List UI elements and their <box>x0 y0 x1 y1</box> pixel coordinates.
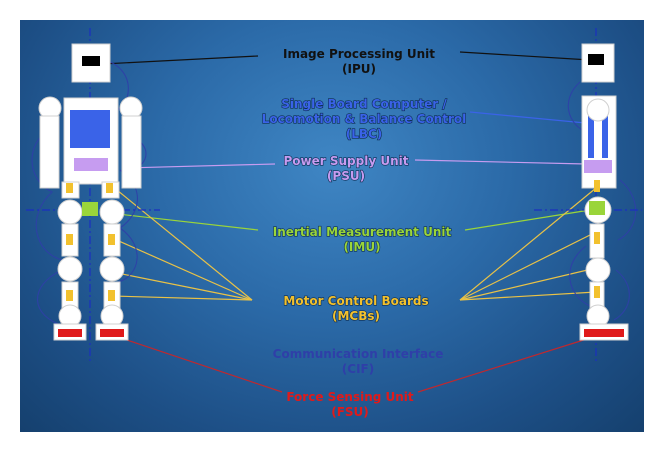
side-knee <box>585 257 611 283</box>
connector-lines <box>99 51 597 393</box>
mcb-connectors-left <box>111 185 253 301</box>
label-psu-abbr: (PSU) <box>327 169 365 183</box>
label-cif: Communication Interface (CIF) <box>273 347 444 376</box>
label-ipu-name: Image Processing Unit <box>283 47 435 61</box>
label-mcb: Motor Control Boards (MCBs) <box>283 293 429 323</box>
label-fsu: Force Sensing Unit (FSU) <box>286 390 414 419</box>
front-mcb-thigh-right <box>108 234 115 245</box>
front-mcb-hip-right <box>106 183 113 193</box>
label-lbc-name-1: Single Board Computer / <box>281 97 447 111</box>
label-fsu-name: Force Sensing Unit <box>286 390 414 404</box>
front-knee-right <box>99 256 125 282</box>
label-imu: Inertial Measurement Unit (IMU) <box>272 224 452 254</box>
imu-connector-right <box>464 209 591 231</box>
front-mcb-shin-left <box>66 290 73 301</box>
side-fsu <box>584 329 624 337</box>
psu-connector-right <box>414 159 587 165</box>
imu-connector-left <box>99 211 259 231</box>
ipu-connector-right <box>459 51 591 61</box>
front-lbc-block <box>70 110 110 148</box>
front-psu-block <box>74 158 108 171</box>
front-hip-joint-left <box>57 199 83 225</box>
front-mcb-shin-right <box>108 290 115 301</box>
side-shoulder <box>586 98 610 122</box>
mcb-connectors-right <box>459 187 597 301</box>
front-hip-joint-right <box>99 199 125 225</box>
front-arm-right <box>121 115 142 189</box>
fsu-connector-left <box>114 335 283 393</box>
front-fsu-right <box>100 329 124 337</box>
label-fsu-abbr: (FSU) <box>331 405 369 419</box>
label-cif-name: Communication Interface <box>273 347 444 361</box>
front-ipu-block <box>82 56 100 66</box>
diagram-canvas: Image Processing Unit (IPU) Single Board… <box>26 28 642 419</box>
lbc-connector-right <box>469 111 597 125</box>
side-mcb-hip <box>594 180 600 192</box>
side-lbc-block-2 <box>602 116 608 158</box>
side-cif-wiring <box>567 81 637 321</box>
component-labels: Image Processing Unit (IPU) Single Board… <box>261 47 467 419</box>
front-arm-left <box>39 115 60 189</box>
side-mcb-shin <box>594 286 600 298</box>
side-lbc-block-1 <box>588 116 594 158</box>
label-lbc-name-2: Locomotion & Balance Control <box>262 112 467 126</box>
psu-connector-left <box>123 163 276 169</box>
label-cif-abbr: (CIF) <box>342 362 374 376</box>
front-fsu-left <box>58 329 82 337</box>
robot-side-view <box>534 28 642 364</box>
label-lbc-abbr: (LBC) <box>346 127 383 141</box>
fsu-connector-right <box>417 337 591 393</box>
side-imu-block <box>589 201 605 215</box>
robot-architecture-diagram: Image Processing Unit (IPU) Single Board… <box>20 20 644 432</box>
label-imu-name: Inertial Measurement Unit <box>273 225 452 239</box>
label-lbc: Single Board Computer / Locomotion & Bal… <box>261 96 467 141</box>
front-imu-block <box>82 202 98 216</box>
label-mcb-abbr: (MCBs) <box>332 309 380 323</box>
front-knee-left <box>57 256 83 282</box>
label-psu: Power Supply Unit (PSU) <box>283 153 409 183</box>
label-psu-name: Power Supply Unit <box>284 154 409 168</box>
ipu-connector-left <box>101 55 259 65</box>
label-imu-abbr: (IMU) <box>343 240 380 254</box>
label-mcb-name: Motor Control Boards <box>283 294 428 308</box>
side-psu-block <box>584 160 612 173</box>
front-mcb-thigh-left <box>66 234 73 245</box>
side-mcb-thigh <box>594 232 600 244</box>
front-mcb-hip-left <box>66 183 73 193</box>
label-ipu-abbr: (IPU) <box>342 62 376 76</box>
label-ipu: Image Processing Unit (IPU) <box>283 47 435 76</box>
robot-front-view <box>26 28 160 364</box>
side-ipu-block <box>588 54 604 65</box>
